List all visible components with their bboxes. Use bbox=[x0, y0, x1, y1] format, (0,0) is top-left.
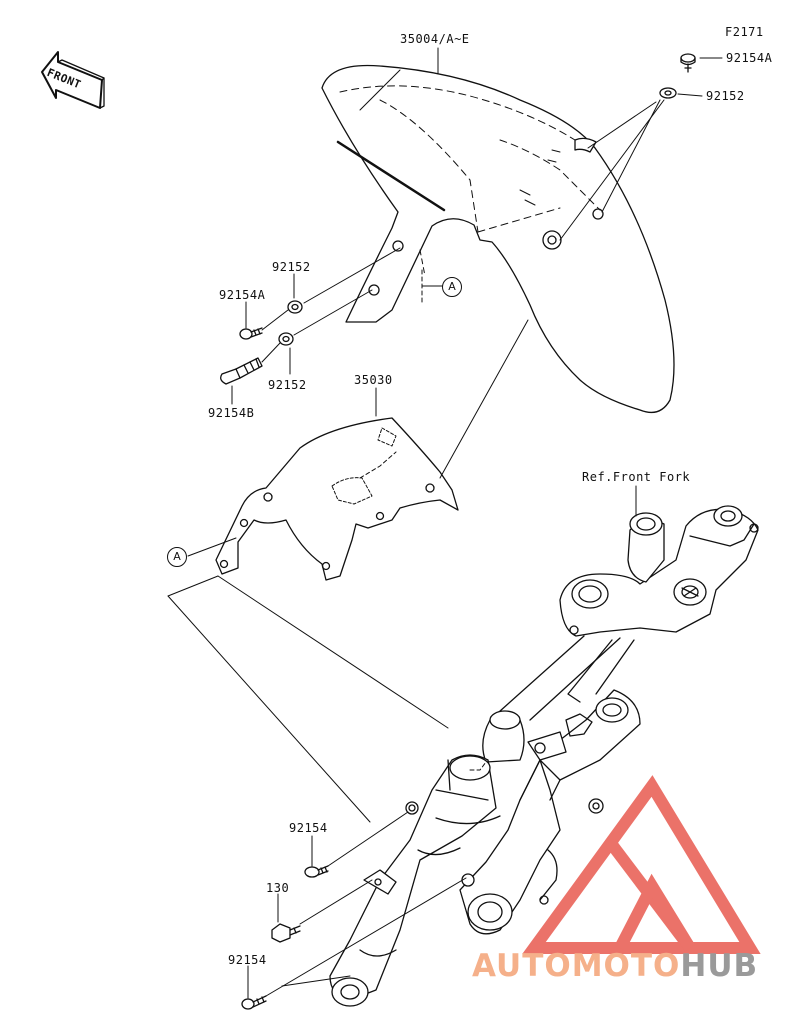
callout-a-top: A bbox=[442, 277, 462, 297]
watermark-part1: AUTOMOTO bbox=[472, 948, 681, 984]
washer-92152-top-icon bbox=[659, 87, 677, 99]
front-arrow-icon bbox=[41, 51, 105, 109]
label-35030: 35030 bbox=[354, 373, 393, 387]
automotohub-logo-icon bbox=[522, 775, 761, 954]
bolt-130-icon bbox=[271, 923, 301, 943]
label-35004: 35004/A~E bbox=[400, 32, 470, 46]
front-fork bbox=[329, 505, 759, 1007]
watermark-part2: HUB bbox=[680, 948, 759, 984]
front-fender bbox=[321, 64, 675, 414]
washer-92152-left-upper-icon bbox=[287, 300, 303, 314]
bolt-92154-fork-upper-icon bbox=[304, 865, 329, 878]
bolt-92154a-left-icon bbox=[239, 327, 263, 340]
label-92154b: 92154B bbox=[208, 406, 255, 420]
label-130: 130 bbox=[266, 881, 290, 895]
label-92154-fork-upper: 92154 bbox=[289, 821, 328, 835]
bolt-92154b-long-icon bbox=[220, 357, 263, 385]
fender-bracket-35030 bbox=[215, 417, 459, 581]
ref-front-fork-label: Ref.Front Fork bbox=[582, 470, 691, 484]
watermark-text: AUTOMOTOHUB bbox=[472, 948, 758, 984]
washer-92152-left-lower-icon bbox=[278, 332, 294, 346]
bolt-92154a-top-icon bbox=[680, 53, 696, 73]
bolt-92154-fork-lower-icon bbox=[241, 995, 267, 1010]
callout-a-left: A bbox=[167, 547, 187, 567]
figure-code: F2171 bbox=[725, 25, 764, 39]
label-92152-top: 92152 bbox=[706, 89, 745, 103]
label-92152-left-lower: 92152 bbox=[268, 378, 307, 392]
label-92154a-top: 92154A bbox=[726, 51, 773, 65]
label-92152-left-upper: 92152 bbox=[272, 260, 311, 274]
label-92154-fork-lower: 92154 bbox=[228, 953, 267, 967]
label-92154a-left: 92154A bbox=[219, 288, 266, 302]
